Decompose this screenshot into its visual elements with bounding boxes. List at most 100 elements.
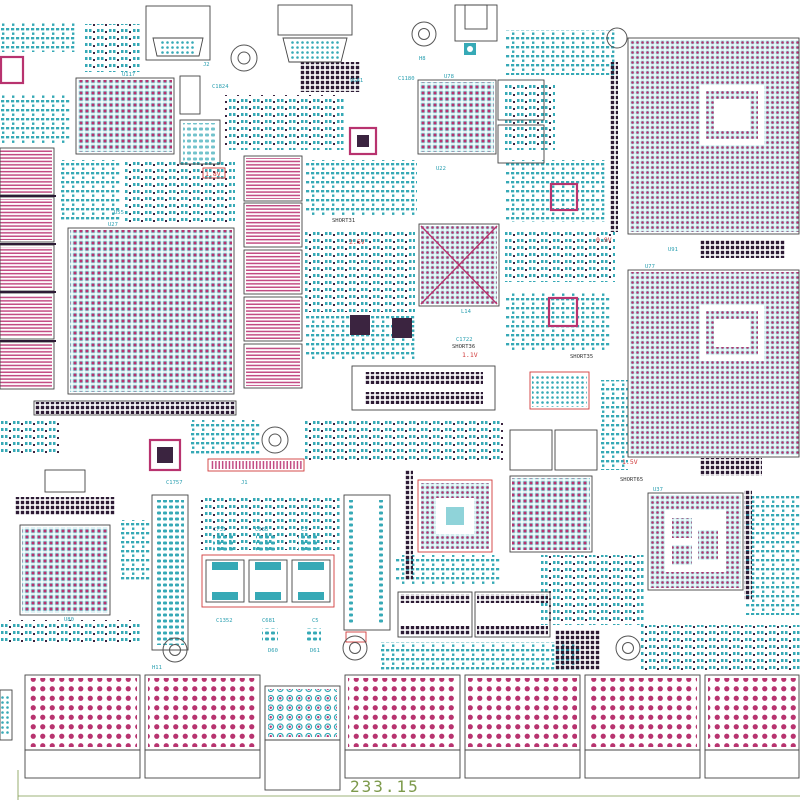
connector-frame [345, 631, 367, 643]
qfn-footprint [0, 55, 25, 85]
chip-outline [627, 269, 800, 458]
center-void [714, 99, 750, 131]
chip-outline [417, 79, 497, 155]
bga-chip-center-left [417, 479, 493, 553]
diode-pad [305, 628, 321, 642]
header-outline [474, 591, 551, 638]
chip-outline [417, 479, 493, 553]
net-label-1v8: 1.8V [205, 170, 221, 178]
smd-cluster [305, 160, 417, 215]
refdes-label: U78 [444, 74, 454, 80]
side-component [0, 689, 13, 741]
net-label-1v1: 1.1V [462, 351, 478, 359]
refdes-label: C1757 [166, 480, 183, 486]
connector-shell [152, 37, 204, 57]
memory-chip [246, 205, 300, 245]
memory-divider [0, 291, 56, 293]
bga-ball-grid [512, 478, 590, 550]
refdes-label: J1 [241, 480, 248, 486]
connector-pins [289, 41, 341, 59]
header-pins [477, 594, 548, 603]
net-label-2v5: 2.5V [349, 238, 365, 246]
power-jack [454, 4, 498, 55]
connector-body [464, 749, 581, 779]
cap-pad [213, 535, 233, 553]
connector-body [24, 749, 141, 779]
small-chip [350, 315, 370, 335]
connector-pins [160, 41, 196, 54]
memory-chip [0, 150, 52, 193]
edge-connectors: H11 [0, 665, 800, 751]
smd-cluster [505, 30, 615, 75]
vertical-connector-center [343, 494, 391, 643]
center-pad-block [698, 530, 718, 560]
jack-hole [467, 46, 473, 52]
edge-connector-pins [708, 678, 798, 747]
refdes-label: C5 [312, 618, 319, 624]
refdes-label: VGA1 [350, 78, 363, 84]
refdes-label: J2 [203, 62, 210, 68]
net-label-0v9: 0.9V [596, 236, 612, 244]
chip-outline [627, 37, 800, 235]
edge-connector-pins [268, 689, 337, 737]
memory-chip-outline [243, 343, 303, 389]
side-component-pads [1, 694, 10, 736]
refdes-label: U55 [114, 210, 124, 216]
header-strip [210, 461, 302, 469]
smd-cluster [305, 420, 505, 460]
mount-hole [349, 642, 361, 654]
refdes-label: U80 [64, 617, 74, 623]
crystal-oscillators: C1824 [179, 75, 229, 165]
refdes-label: U27 [108, 222, 118, 228]
chip-outline [509, 475, 593, 553]
refdes-label: C1352 [216, 618, 233, 624]
test-pad-block-outline [529, 371, 590, 410]
bga-chip-large-bottom: U77 [627, 264, 800, 458]
inductor-pad [298, 592, 324, 600]
connector-body [144, 749, 261, 779]
component-outline [179, 119, 221, 165]
chip-outline [19, 524, 111, 616]
inductor [248, 559, 288, 603]
bga-chip-center-right [509, 475, 593, 553]
net-label-box [202, 167, 226, 179]
mount-hole [268, 433, 282, 447]
smd-cluster [600, 380, 628, 470]
chip-outline [418, 223, 500, 307]
header-pins [400, 626, 470, 635]
inductor-pad [212, 592, 238, 600]
smd-cluster [120, 520, 150, 580]
pin-header [700, 458, 762, 476]
memory-chip [0, 199, 52, 240]
mount-hole [622, 642, 634, 654]
center-void [714, 319, 750, 347]
qfn-chip [549, 182, 579, 212]
mount-hole [418, 28, 430, 40]
connector-outline [145, 5, 211, 61]
memory-chip [0, 344, 52, 387]
bga-ball-grid [22, 527, 108, 613]
inductor-pad [212, 562, 238, 570]
qfn-chip-core [357, 135, 369, 147]
pin-header-outline [33, 400, 237, 416]
component-outline [179, 75, 201, 115]
inductor-pad [255, 592, 281, 600]
smd-cluster [225, 95, 345, 150]
bga-ball-grid [420, 82, 494, 152]
board-dimension: 233.15 [350, 777, 420, 796]
smd-cluster [125, 160, 235, 222]
smd-cluster [745, 495, 800, 615]
smd-cluster [505, 160, 605, 222]
inductor [205, 559, 245, 603]
refdes-label: H8 [419, 56, 426, 62]
mount-hole [342, 635, 368, 661]
mount-hole [230, 44, 258, 72]
connector-pins-left [348, 500, 355, 625]
chip-outline [647, 492, 744, 591]
smd-cluster [505, 292, 610, 352]
component-pads [183, 123, 217, 161]
header-outline [397, 591, 473, 638]
vga-connector: VGA1 [230, 4, 363, 84]
memory-chip [246, 299, 300, 339]
